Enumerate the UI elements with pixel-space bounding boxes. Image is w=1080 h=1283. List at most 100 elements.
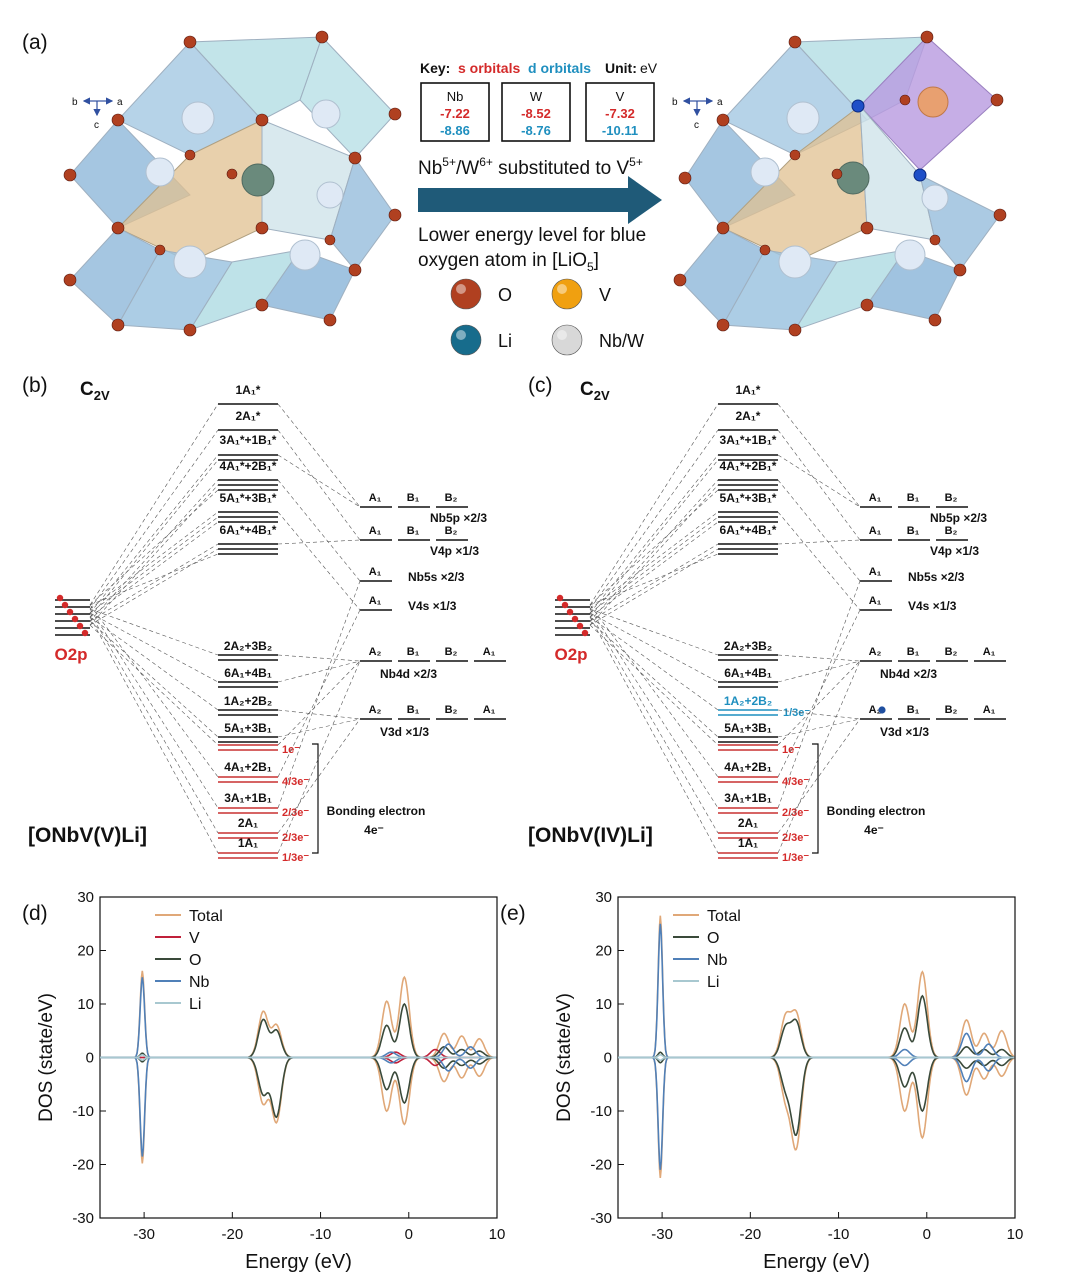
x-tick-label: 0 <box>923 1226 931 1243</box>
ao-group-label: V4p ×1/3 <box>430 544 479 558</box>
substitution-title: Nb5+/W6+ substituted to V5+ <box>418 155 643 179</box>
ao-group-label: V3d ×1/3 <box>880 725 929 739</box>
y-tick-label: -30 <box>590 1210 612 1227</box>
o2p-electron <box>576 622 584 630</box>
electron-count: 2/3e⁻ <box>282 807 309 819</box>
electron-count: 4/3e⁻ <box>282 776 309 788</box>
mo-diagram-c: C2VO2p1A₁*2A₁*3A₁*+1B₁*4A₁*+2B₁*5A₁*+3B₁… <box>528 379 1006 864</box>
bonding-label: 3A₁+1B₁ <box>224 791 272 805</box>
axis-c-label: c <box>94 120 99 131</box>
ao-label: A₂ <box>869 646 882 658</box>
electron-count: 1/3e⁻ <box>782 852 809 864</box>
mo-title: [ONbV(IV)Li] <box>528 824 653 847</box>
legend-entry: O <box>707 930 719 947</box>
energy-box-d: -8.86 <box>440 123 470 138</box>
legend-entry: V <box>189 930 200 947</box>
y-axis-label: DOS (state/eV) <box>554 993 575 1122</box>
axis-b-label: b <box>72 97 78 108</box>
ao-label: B₁ <box>907 646 920 658</box>
nonbonding-label: 6A₁+4B₁ <box>724 666 772 680</box>
antibonding-label: 6A₁*+4B₁* <box>720 523 777 537</box>
ao-label: A₂ <box>369 704 382 716</box>
key-label: Key: <box>420 60 450 76</box>
ao-label: B₁ <box>907 492 920 504</box>
ao-group-label: V3d ×1/3 <box>380 725 429 739</box>
ao-label: A₁ <box>869 492 882 504</box>
x-tick-label: -30 <box>133 1226 155 1243</box>
y-tick-label: -20 <box>590 1157 612 1174</box>
ao-group-label: V4s ×1/3 <box>408 599 457 613</box>
ao-group-label: Nb4d ×2/3 <box>880 667 937 681</box>
antibonding-label: 4A₁*+2B₁* <box>220 459 277 473</box>
ao-label: B₁ <box>407 492 420 504</box>
ao-label: A₁ <box>869 525 882 537</box>
energy-box-v <box>585 82 655 142</box>
axis-triad-left: b a c <box>72 97 123 131</box>
y-tick-label: -10 <box>590 1103 612 1120</box>
antibonding-label: 2A₁* <box>236 409 261 423</box>
symmetry-label: C2V <box>580 379 610 403</box>
o2p-electron <box>56 594 64 602</box>
y-tick-label: 20 <box>595 943 612 960</box>
y-tick-label: 10 <box>77 996 94 1013</box>
ao-group-label: Nb5p ×2/3 <box>930 511 987 525</box>
legend-swatch-o <box>450 278 482 310</box>
y-tick-label: -10 <box>72 1103 94 1120</box>
o2p-electron <box>61 601 69 609</box>
legend-entry: Total <box>189 908 223 925</box>
y-tick-label: -30 <box>72 1210 94 1227</box>
y-tick-label: 20 <box>77 943 94 960</box>
series-nb-up <box>100 977 497 1059</box>
series-li-down <box>618 1056 1015 1062</box>
o2p-electron <box>566 608 574 616</box>
antibonding-label: 3A₁*+1B₁* <box>220 433 277 447</box>
ao-label: B₂ <box>945 492 958 504</box>
o2p-electron <box>66 608 74 616</box>
highlight-electron-label: 1/3e⁻ <box>783 707 810 719</box>
ao-label: B₂ <box>945 525 958 537</box>
o2p-electron <box>71 615 79 623</box>
o2p-label: O2p <box>554 645 587 664</box>
nonbonding-label: 2A₂+3B₂ <box>724 639 772 653</box>
nonbonding-label: 1A₂+2B₂ <box>724 694 772 708</box>
ao-label: A₁ <box>869 566 882 578</box>
ao-label: B₂ <box>945 646 958 658</box>
nonbonding-label: 2A₂+3B₂ <box>224 639 272 653</box>
ao-label: B₂ <box>445 646 458 658</box>
energy-level-boxes: Nb-7.22-8.86W-8.52-8.76V-7.32-10.11 <box>420 82 655 142</box>
ao-group-label: V4s ×1/3 <box>908 599 957 613</box>
antibonding-label: 1A₁* <box>236 383 261 397</box>
ao-label: A₁ <box>983 646 996 658</box>
x-tick-label: -20 <box>739 1226 761 1243</box>
x-tick-label: 10 <box>489 1226 506 1243</box>
electron-count: 4/3e⁻ <box>782 776 809 788</box>
bonding-bracket <box>312 743 319 854</box>
x-tick-label: -10 <box>310 1226 332 1243</box>
nonbonding-label: 6A₁+4B₁ <box>224 666 272 680</box>
substitution-arrow <box>418 176 662 224</box>
bonding-label: 1A₁ <box>238 836 258 850</box>
ao-group-label: V4p ×1/3 <box>930 544 979 558</box>
bonding-label: 4A₁+2B₁ <box>224 760 272 774</box>
ao-label: B₂ <box>445 525 458 537</box>
ao-group-label: Nb5p ×2/3 <box>430 511 487 525</box>
v3d-electron <box>878 706 886 714</box>
energy-box-w <box>501 82 571 142</box>
legend-label: O <box>498 285 512 305</box>
legend-entry: Nb <box>707 952 728 969</box>
ao-label: B₁ <box>907 525 920 537</box>
panel-label-e: (e) <box>500 902 526 925</box>
legend-entry: O <box>189 952 201 969</box>
axis-a-label: a <box>117 97 123 108</box>
nonbonding-label: 5A₁+3B₁ <box>224 721 272 735</box>
y-tick-label: 0 <box>604 1050 612 1067</box>
key-d-orbitals: d orbitals <box>528 60 591 76</box>
bonding-label: 2A₁ <box>238 816 258 830</box>
series-total-up <box>100 970 497 1059</box>
bonding-label: 3A₁+1B₁ <box>724 791 772 805</box>
x-tick-label: 0 <box>405 1226 413 1243</box>
ao-label: A₂ <box>369 646 382 658</box>
o2p-electron <box>561 601 569 609</box>
energy-box-d: -8.76 <box>521 123 551 138</box>
